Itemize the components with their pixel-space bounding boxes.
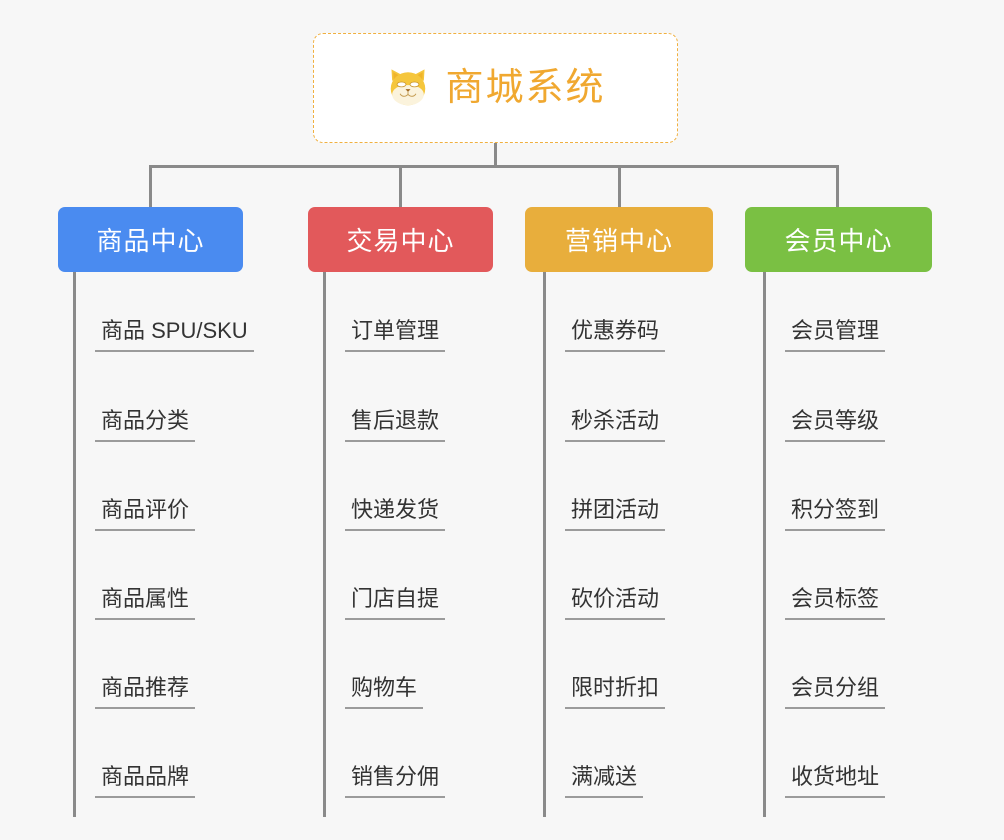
leaf-label: 限时折扣: [571, 675, 660, 700]
leaf-item[interactable]: 满减送: [565, 764, 644, 798]
leaf-item[interactable]: 砍价活动: [565, 586, 666, 620]
connector-drop-1: [149, 165, 152, 207]
leaf-label: 商品品牌: [101, 764, 190, 789]
leaf-label: 会员标签: [791, 586, 880, 611]
leaf-item[interactable]: 优惠券码: [565, 318, 666, 352]
connector-drop-3: [618, 165, 621, 207]
leaf-label: 销售分佣: [351, 764, 440, 789]
column-rail-1: [73, 272, 76, 817]
leaf-item[interactable]: 会员标签: [785, 586, 886, 620]
category-box-3[interactable]: 营销中心: [525, 207, 713, 272]
leaf-label: 商品推荐: [101, 675, 190, 700]
leaf-item[interactable]: 商品属性: [95, 586, 196, 620]
leaf-label: 购物车: [351, 675, 418, 700]
column-rail-2: [323, 272, 326, 817]
leaf-item[interactable]: 积分签到: [785, 497, 886, 531]
leaf-label: 优惠券码: [571, 318, 660, 343]
shiba-dog-face-icon: [391, 69, 426, 106]
leaf-label: 砍价活动: [571, 586, 660, 611]
category-box-4[interactable]: 会员中心: [745, 207, 932, 272]
leaf-item[interactable]: 秒杀活动: [565, 408, 666, 442]
category-title-1: 商品中心: [96, 226, 205, 256]
column-rail-4: [763, 272, 766, 817]
leaf-item[interactable]: 门店自提: [345, 586, 446, 620]
category-box-2[interactable]: 交易中心: [308, 207, 493, 272]
leaf-item[interactable]: 商品 SPU/SKU: [95, 320, 254, 352]
leaf-item[interactable]: 快递发货: [345, 497, 446, 531]
leaf-item[interactable]: 会员管理: [785, 318, 886, 352]
leaf-item[interactable]: 收货地址: [785, 764, 886, 798]
leaf-item[interactable]: 商品推荐: [95, 675, 196, 709]
root-stem-line: [494, 143, 497, 167]
leaf-label: 商品属性: [101, 586, 190, 611]
connector-bus-line: [149, 165, 839, 168]
leaf-item[interactable]: 商品分类: [95, 408, 196, 442]
leaf-item[interactable]: 会员等级: [785, 408, 886, 442]
leaf-label: 快递发货: [351, 497, 440, 522]
category-title-4: 会员中心: [784, 226, 893, 256]
leaf-item[interactable]: 销售分佣: [345, 764, 446, 798]
leaf-label: 会员分组: [791, 675, 880, 700]
leaf-label: 商品 SPU/SKU: [101, 318, 248, 343]
leaf-item[interactable]: 会员分组: [785, 675, 886, 709]
leaf-label: 售后退款: [351, 408, 440, 433]
leaf-label: 满减送: [571, 764, 638, 789]
root-title: 商城系统: [445, 67, 606, 109]
leaf-label: 收货地址: [791, 764, 880, 789]
leaf-label: 商品分类: [101, 408, 190, 433]
leaf-item[interactable]: 购物车: [345, 675, 424, 709]
column-rail-3: [543, 272, 546, 817]
connector-drop-2: [399, 165, 402, 207]
leaf-item[interactable]: 商品评价: [95, 497, 196, 531]
leaf-label: 订单管理: [351, 318, 440, 343]
leaf-label: 会员等级: [791, 408, 880, 433]
leaf-item[interactable]: 拼团活动: [565, 497, 666, 531]
connector-drop-4: [836, 165, 839, 207]
root-node[interactable]: 商城系统: [313, 33, 678, 143]
leaf-label: 门店自提: [351, 586, 440, 611]
category-box-1[interactable]: 商品中心: [58, 207, 243, 272]
leaf-label: 积分签到: [791, 497, 880, 522]
leaf-item[interactable]: 订单管理: [345, 318, 446, 352]
leaf-label: 商品评价: [101, 497, 190, 522]
leaf-label: 秒杀活动: [571, 408, 660, 433]
category-title-3: 营销中心: [564, 226, 673, 256]
leaf-item[interactable]: 商品品牌: [95, 764, 196, 798]
category-title-2: 交易中心: [346, 226, 455, 256]
leaf-label: 拼团活动: [571, 497, 660, 522]
leaf-item[interactable]: 售后退款: [345, 408, 446, 442]
leaf-label: 会员管理: [791, 318, 880, 343]
leaf-item[interactable]: 限时折扣: [565, 675, 666, 709]
